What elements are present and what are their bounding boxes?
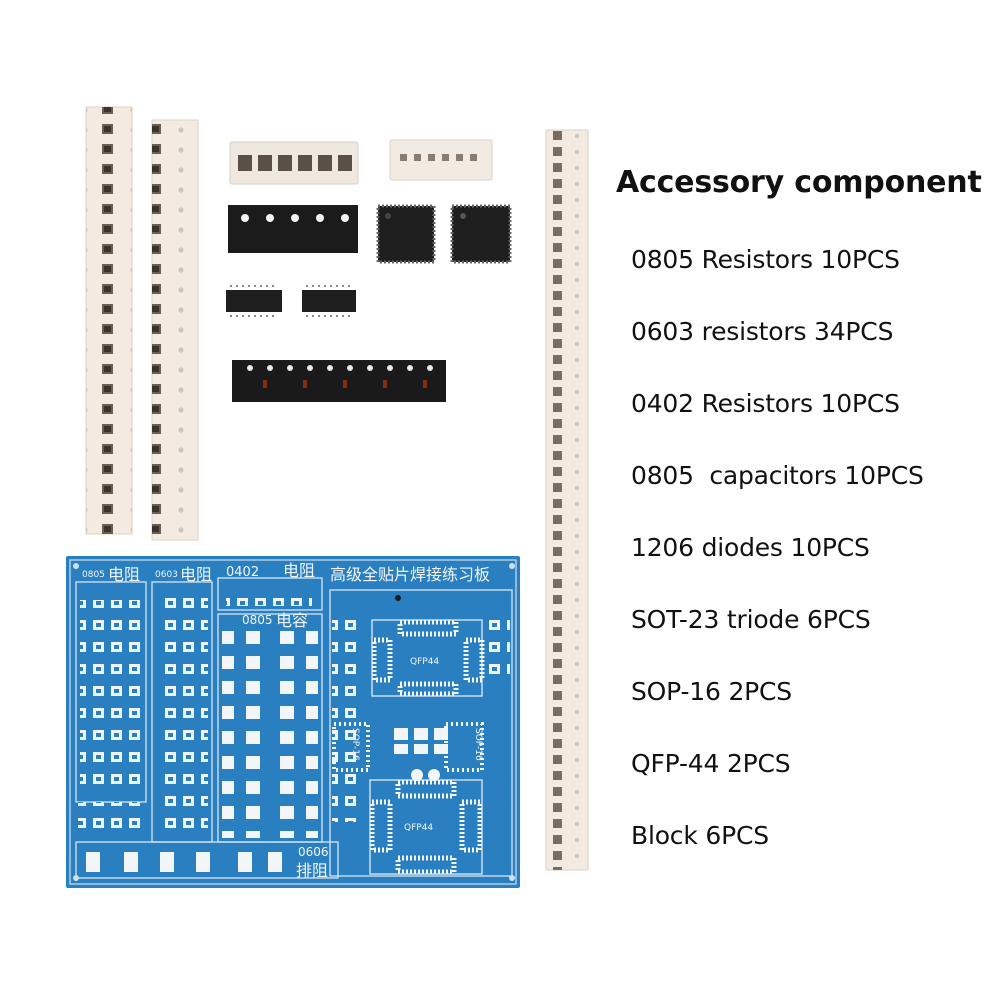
component-item: 0805 capacitors 10PCS <box>631 461 924 490</box>
pcb-label-0606: 0606 <box>298 845 329 859</box>
component-item: SOP-16 2PCS <box>631 677 792 706</box>
pcb-label-0805: 0805 <box>82 570 105 580</box>
qfp44-footprint-top <box>371 619 485 697</box>
pcb-label-sop16-right: SOP-16 <box>473 728 483 761</box>
qfp44-footprint-bottom <box>369 779 483 875</box>
component-item: SOT-23 triode 6PCS <box>631 605 871 634</box>
component-item: QFP-44 2PCS <box>631 749 791 778</box>
component-item: 0603 resistors 34PCS <box>631 317 894 346</box>
pcb-label-resistor-1: 电阻 <box>108 565 140 584</box>
sop16-chip-2 <box>302 285 356 317</box>
pcb-board-title: 高级全贴片焊接练习板 <box>330 565 490 584</box>
resistor-strip-top <box>229 141 359 185</box>
pcb-label-0402: 0402 <box>226 565 259 580</box>
resistor-tape-right <box>545 129 589 871</box>
pcb-board: 0805 电阻 0603 电阻 0402 电阻 高级全贴片焊接练习板 0805 … <box>66 556 520 888</box>
pcb-label-0805c: 0805 <box>242 613 273 627</box>
qfp44-chip-2 <box>450 204 512 264</box>
panel-title: Accessory component <box>616 165 982 200</box>
pcb-label-sop16-left: SOP-16 <box>350 728 360 761</box>
component-item: 1206 diodes 10PCS <box>631 533 870 562</box>
pcb-label-resistor-2: 电阻 <box>180 565 212 584</box>
component-item: Block 6PCS <box>631 821 769 850</box>
resistor-tape-left <box>85 106 133 535</box>
pcb-label-qfp44-bottom: QFP44 <box>404 823 433 833</box>
pcb-label-capacitor: 电容 <box>276 611 308 630</box>
diode-tape <box>232 360 446 402</box>
triode-tape <box>228 205 358 253</box>
sop16-chip-1 <box>226 285 282 317</box>
pcb-label-0603: 0603 <box>155 570 178 580</box>
pcb-label-resistor-3: 电阻 <box>283 561 315 580</box>
component-item: 0402 Resistors 10PCS <box>631 389 900 418</box>
resistor-strip-small <box>389 139 493 181</box>
resistor-tape-middle <box>151 119 199 541</box>
pcb-label-qfp44-top: QFP44 <box>410 657 439 667</box>
component-item: 0805 Resistors 10PCS <box>631 245 900 274</box>
pcb-label-array: 排阻 <box>296 861 328 880</box>
qfp44-chip-1 <box>376 204 436 264</box>
